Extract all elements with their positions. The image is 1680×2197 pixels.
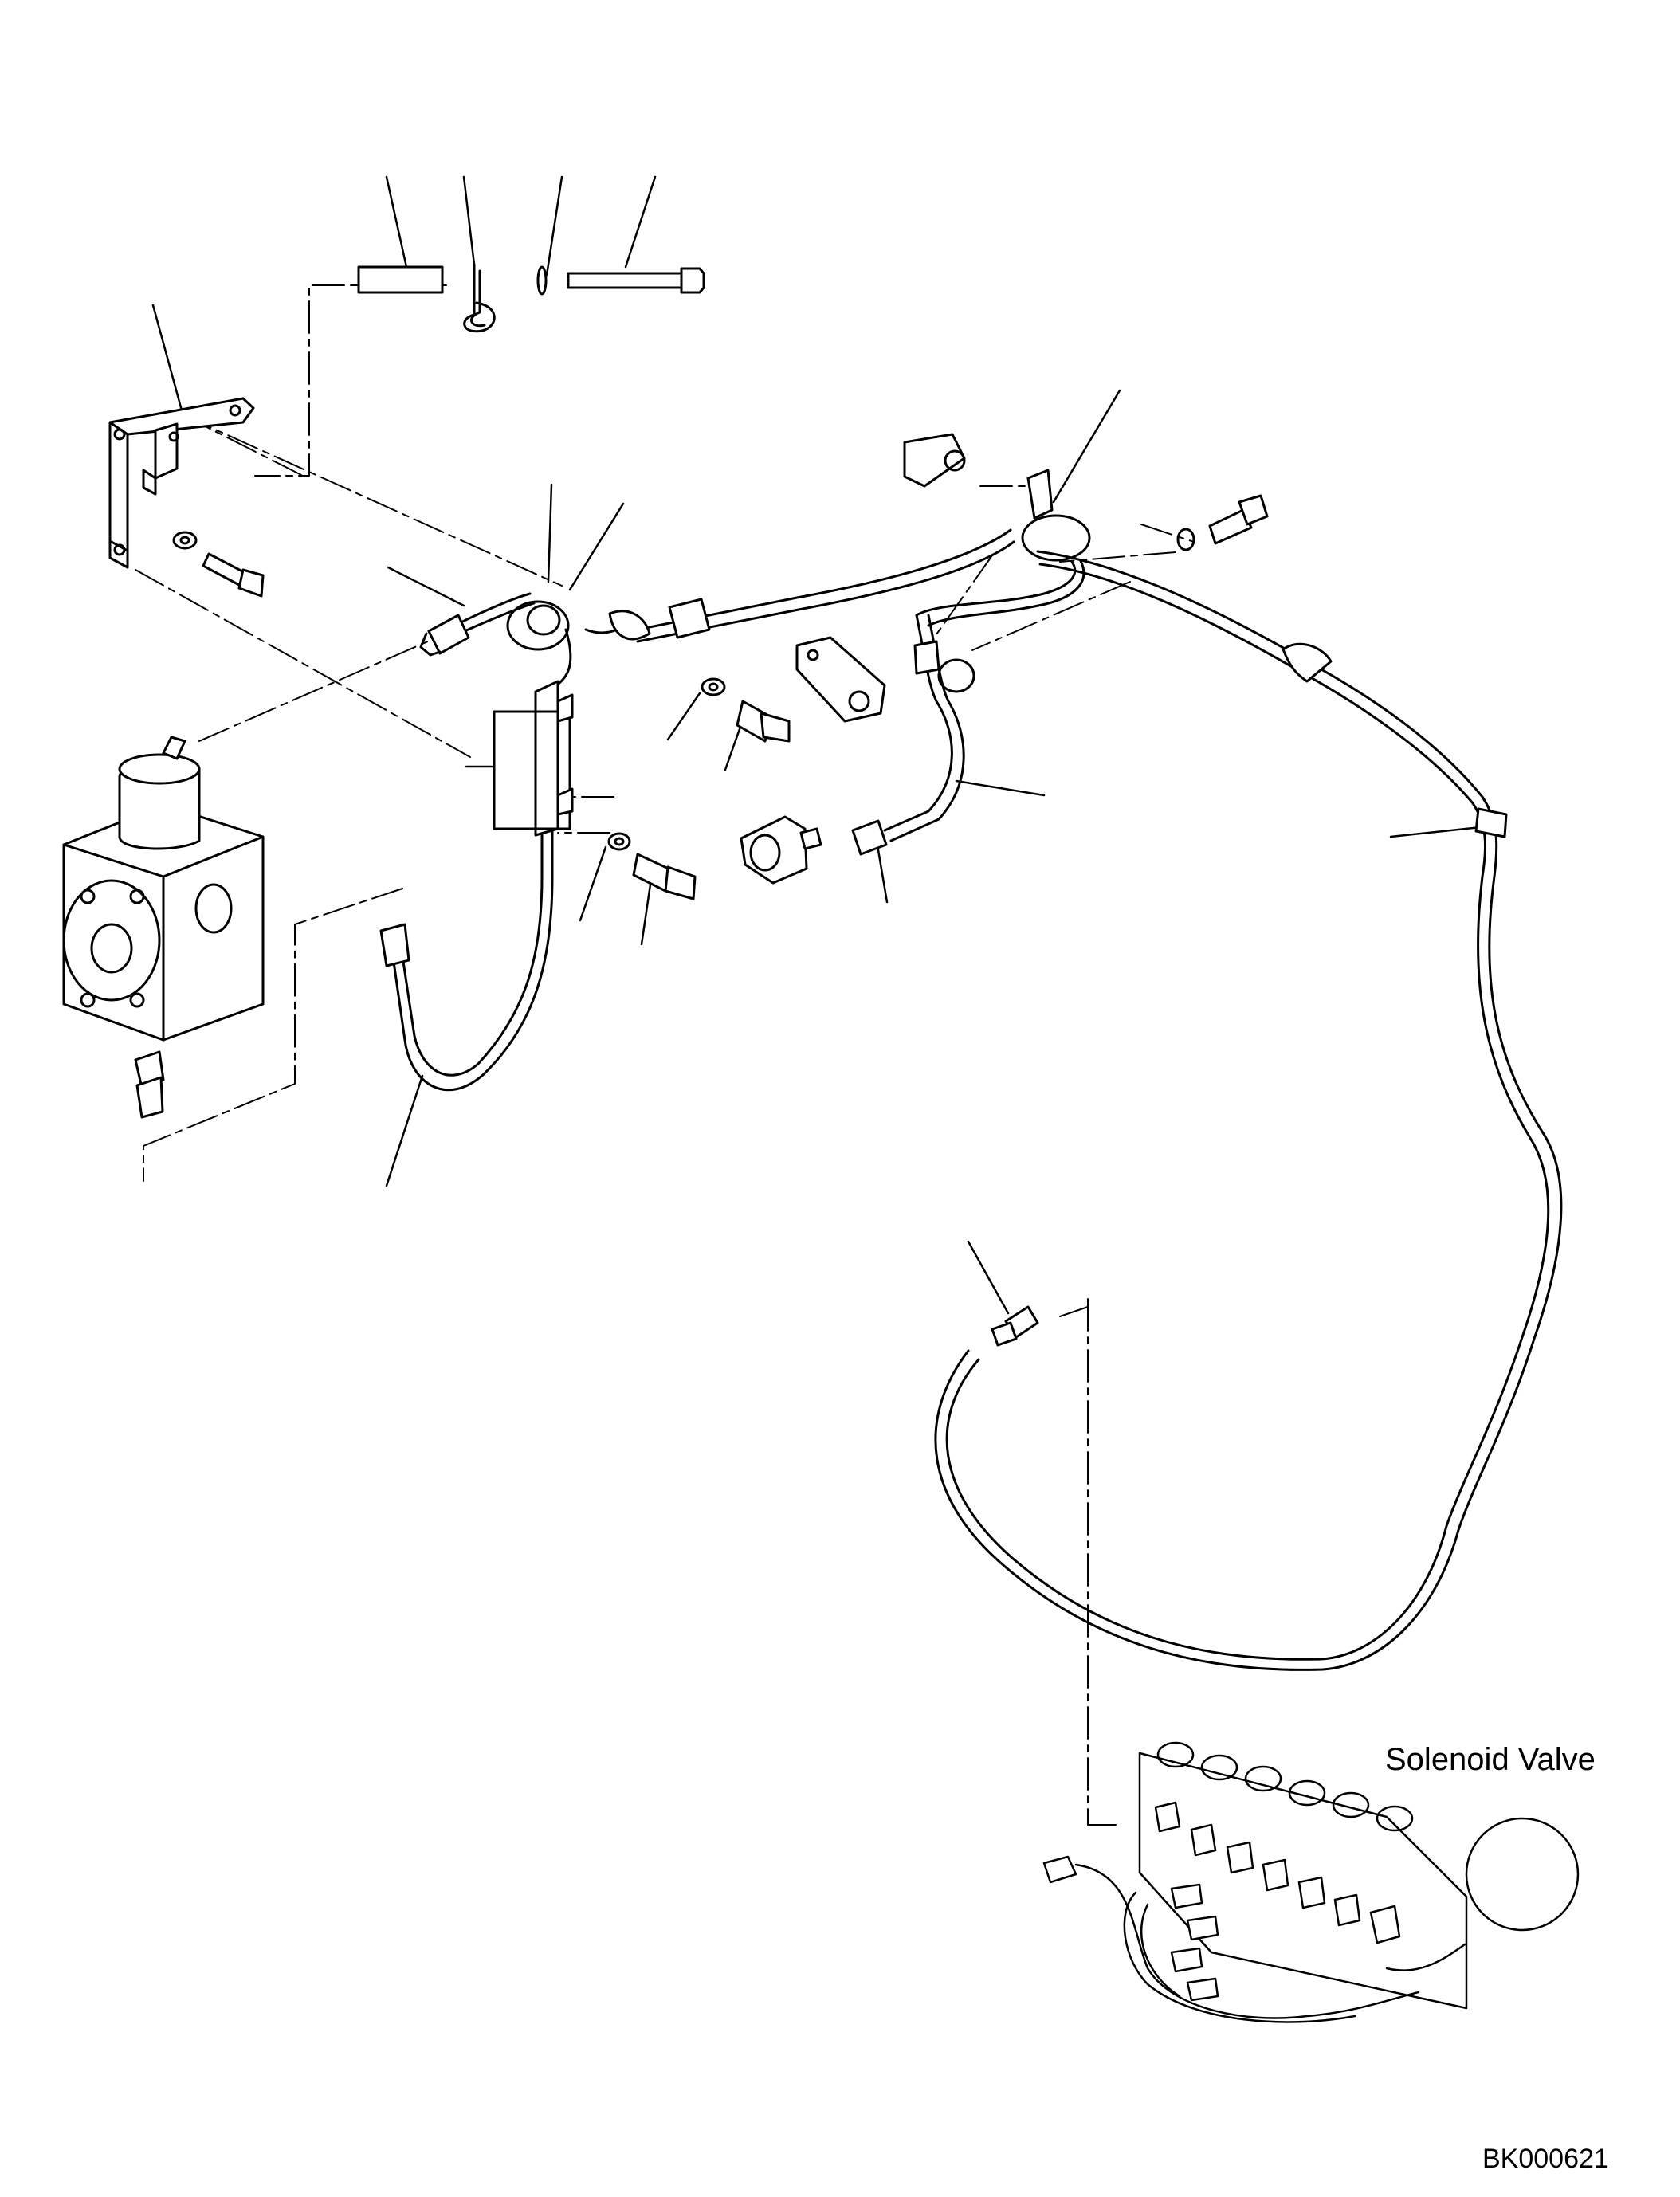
right-bolt (1208, 494, 1269, 545)
center-bolt-2 (632, 853, 697, 900)
lock-pin (463, 263, 496, 333)
mid-plate (795, 636, 886, 723)
center-washer-2 (607, 832, 631, 851)
pin (567, 267, 705, 294)
solenoid-valve-label: Solenoid Valve (1385, 1742, 1596, 1777)
hose-fittings (379, 614, 1039, 1347)
right-washer (1176, 528, 1195, 551)
hose-sleeves (534, 598, 1508, 838)
right-clamp-plate (903, 433, 1054, 520)
leader-lines (151, 175, 1482, 1315)
valve-block (62, 736, 265, 1119)
bracket-bolt (202, 552, 265, 598)
center-washer-1 (701, 677, 726, 696)
elbow-fitting (740, 815, 822, 885)
center-bolt-1 (736, 700, 791, 743)
drawing-code: BK000621 (1482, 2144, 1609, 2174)
collar (357, 265, 444, 294)
washer (536, 265, 548, 296)
bracket-washer (172, 531, 198, 550)
hose-coil (506, 514, 1091, 651)
mounting-bracket (108, 397, 255, 569)
mid-clamp (913, 640, 975, 693)
hose-clamp-left (493, 693, 574, 830)
solenoid-valve (1042, 1741, 1580, 2023)
